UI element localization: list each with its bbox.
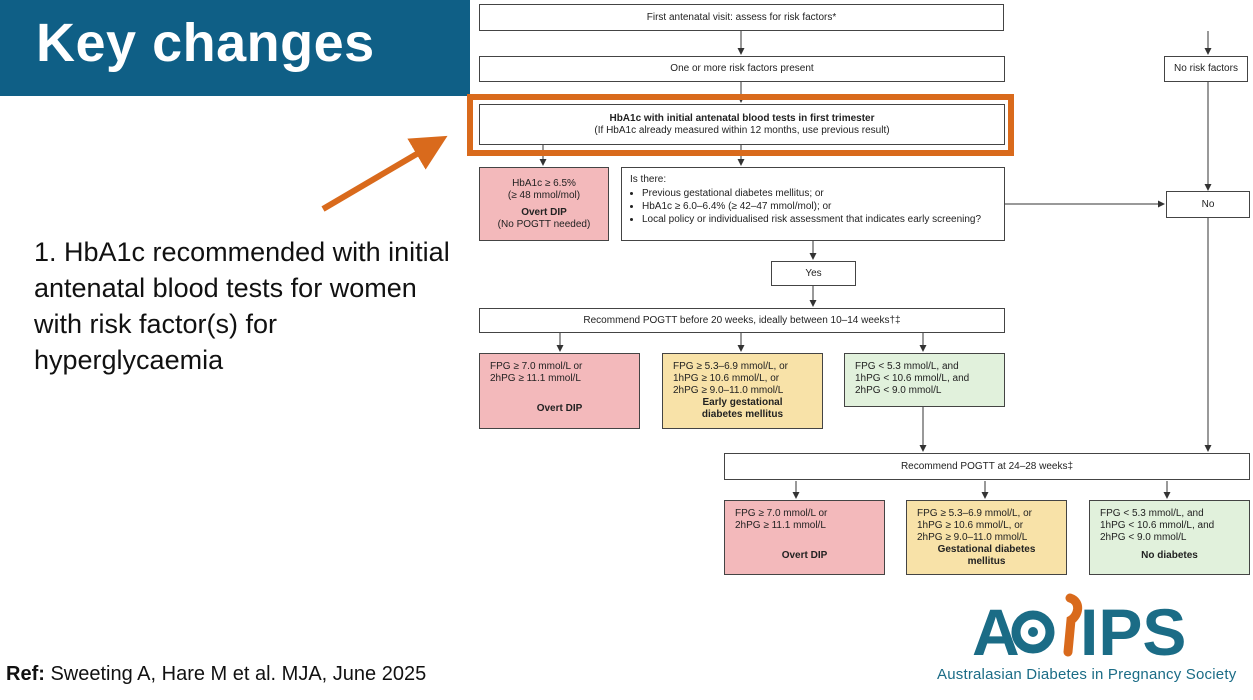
- no-risk-box: No risk factors: [1164, 56, 1248, 82]
- late-green-line: 2hPG < 9.0 mmol/L: [1100, 532, 1187, 543]
- late-overt-box: FPG ≥ 7.0 mmol/L or 2hPG ≥ 11.1 mmol/L O…: [724, 500, 885, 575]
- hba1c-line2: (If HbA1c already measured within 12 mon…: [594, 124, 890, 136]
- yes-box: Yes: [771, 261, 856, 286]
- early-normal-box: FPG < 5.3 mmol/L, and 1hPG < 10.6 mmol/L…: [844, 353, 1005, 407]
- early-yellow-line: FPG ≥ 5.3–6.9 mmol/L, or: [673, 361, 788, 372]
- late-green-line: 1hPG < 10.6 mmol/L, and: [1100, 520, 1215, 531]
- orange-arrow: [321, 135, 448, 212]
- first-visit-label: First antenatal visit: assess for risk f…: [646, 11, 837, 23]
- question-item: Previous gestational diabetes mellitus; …: [642, 188, 996, 200]
- late-red-line: FPG ≥ 7.0 mmol/L or: [735, 508, 828, 519]
- key-point-text: 1. HbA1c recommended with initial antena…: [34, 237, 450, 375]
- risk-present-label: One or more risk factors present: [670, 63, 814, 74]
- late-yellow-result: mellitus: [967, 556, 1006, 567]
- pogtt-late-box: Recommend POGTT at 24–28 weeks‡: [724, 453, 1250, 480]
- late-red-result: Overt DIP: [781, 550, 828, 561]
- early-green-line: 1hPG < 10.6 mmol/L, and: [855, 373, 970, 384]
- early-overt-box: FPG ≥ 7.0 mmol/L or 2hPG ≥ 11.1 mmol/L O…: [479, 353, 640, 429]
- pogtt-early-label: Recommend POGTT before 20 weeks, ideally…: [583, 314, 901, 326]
- question-item: HbA1c ≥ 6.0–6.4% (≥ 42–47 mmol/mol); or: [642, 201, 996, 213]
- late-red-line: 2hPG ≥ 11.1 mmol/L: [735, 520, 826, 531]
- early-red-line: FPG ≥ 7.0 mmol/L or: [490, 361, 583, 372]
- risk-present-box: One or more risk factors present: [479, 56, 1005, 82]
- pogtt-early-box: Recommend POGTT before 20 weeks, ideally…: [479, 308, 1005, 333]
- early-red-result: Overt DIP: [536, 403, 583, 414]
- is-there-label: Is there:: [630, 174, 667, 185]
- reference: Ref: Sweeting A, Hare M et al. MJA, June…: [6, 663, 426, 686]
- adips-logo: A IPS: [972, 593, 1186, 669]
- pogtt-late-label: Recommend POGTT at 24–28 weeks‡: [900, 460, 1074, 472]
- question-item: Local policy or individualised risk asse…: [642, 214, 996, 226]
- late-yellow-line: 2hPG ≥ 9.0–11.0 mmol/L: [917, 532, 1028, 543]
- hba1c-line1: HbA1c with initial antenatal blood tests…: [609, 112, 875, 124]
- ref-label: Ref:: [6, 663, 45, 685]
- yes-label: Yes: [805, 267, 822, 279]
- late-green-result: No diabetes: [1141, 550, 1198, 561]
- svg-text:IPS: IPS: [1080, 595, 1186, 669]
- early-yellow-result: Early gestational: [702, 397, 783, 408]
- no-risk-label: No risk factors: [1174, 63, 1238, 74]
- overt1-line2: (≥ 48 mmol/mol): [507, 189, 581, 201]
- no-box: No: [1166, 191, 1250, 218]
- early-green-line: FPG < 5.3 mmol/L, and: [855, 361, 959, 372]
- late-normal-box: FPG < 5.3 mmol/L, and 1hPG < 10.6 mmol/L…: [1089, 500, 1250, 575]
- ref-text: Sweeting A, Hare M et al. MJA, June 2025: [44, 663, 427, 685]
- slide-title: Key changes: [36, 13, 375, 73]
- hba1c-box: HbA1c with initial antenatal blood tests…: [479, 104, 1005, 145]
- early-red-line: 2hPG ≥ 11.1 mmol/L: [490, 373, 581, 384]
- logo-caption: Australasian Diabetes in Pregnancy Socie…: [937, 666, 1237, 683]
- overt-dip-first-box: HbA1c ≥ 6.5% (≥ 48 mmol/mol) Overt DIP (…: [479, 167, 609, 241]
- first-visit-box: First antenatal visit: assess for risk f…: [479, 4, 1004, 31]
- is-there-box: Is there: Previous gestational diabetes …: [621, 167, 1005, 241]
- early-green-line: 2hPG < 9.0 mmol/L: [855, 385, 942, 396]
- no-label: No: [1201, 198, 1215, 210]
- early-yellow-result: diabetes mellitus: [701, 409, 784, 420]
- late-green-line: FPG < 5.3 mmol/L, and: [1100, 508, 1204, 519]
- late-yellow-line: FPG ≥ 5.3–6.9 mmol/L, or: [917, 508, 1032, 519]
- late-yellow-line: 1hPG ≥ 10.6 mmol/L, or: [917, 520, 1024, 531]
- highlight-frame: [467, 94, 1014, 156]
- overt1-line1: HbA1c ≥ 6.5%: [512, 177, 576, 189]
- early-gdm-box: FPG ≥ 5.3–6.9 mmol/L, or 1hPG ≥ 10.6 mmo…: [662, 353, 823, 429]
- late-gdm-box: FPG ≥ 5.3–6.9 mmol/L, or 1hPG ≥ 10.6 mmo…: [906, 500, 1067, 575]
- overt1-line4: (No POGTT needed): [497, 218, 591, 230]
- late-yellow-result: Gestational diabetes: [937, 544, 1036, 555]
- title-bar: Key changes: [0, 0, 470, 96]
- overt1-line3: Overt DIP: [521, 206, 567, 218]
- early-yellow-line: 1hPG ≥ 10.6 mmol/L, or: [673, 373, 780, 384]
- early-yellow-line: 2hPG ≥ 9.0–11.0 mmol/L: [673, 385, 784, 396]
